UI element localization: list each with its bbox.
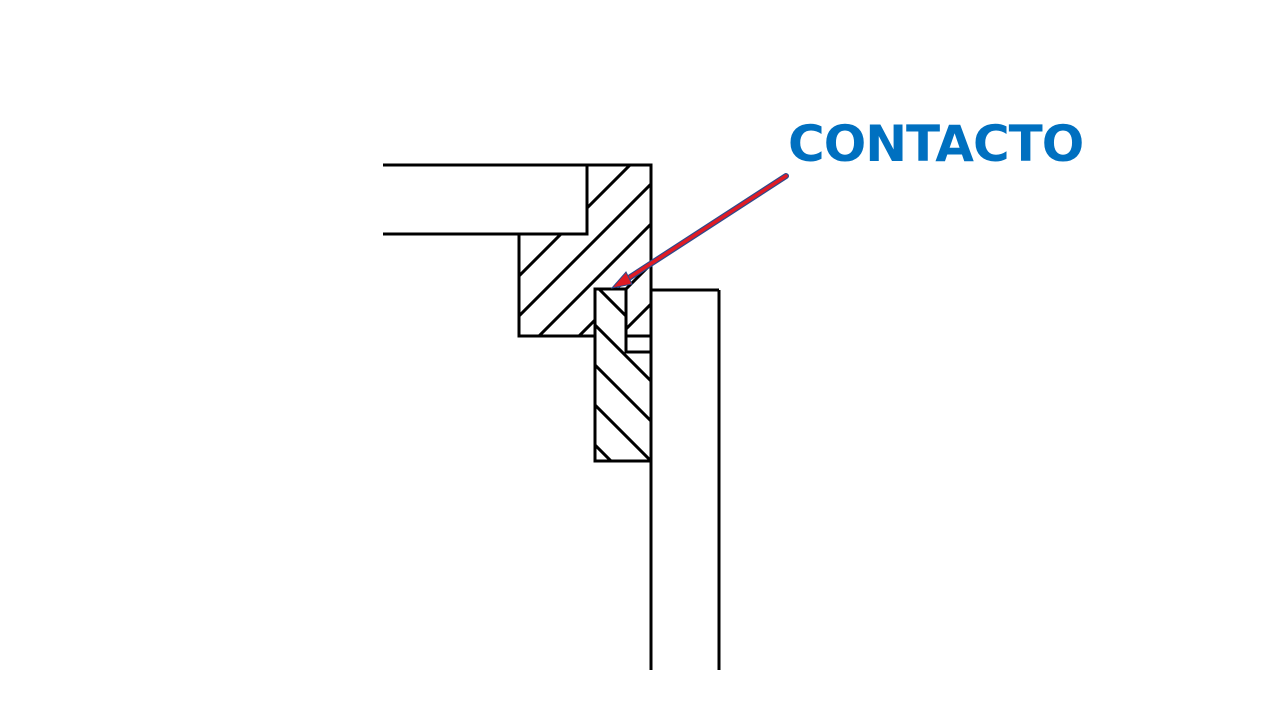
drawing-outlines [383, 163, 721, 670]
arrow-shaft [622, 174, 788, 283]
contact-callout-label: CONTACTO [788, 115, 1084, 173]
top-plate-outline [383, 163, 589, 236]
flange-hatching [519, 165, 651, 336]
callout-arrow [610, 173, 789, 289]
arrow-head [610, 271, 633, 289]
